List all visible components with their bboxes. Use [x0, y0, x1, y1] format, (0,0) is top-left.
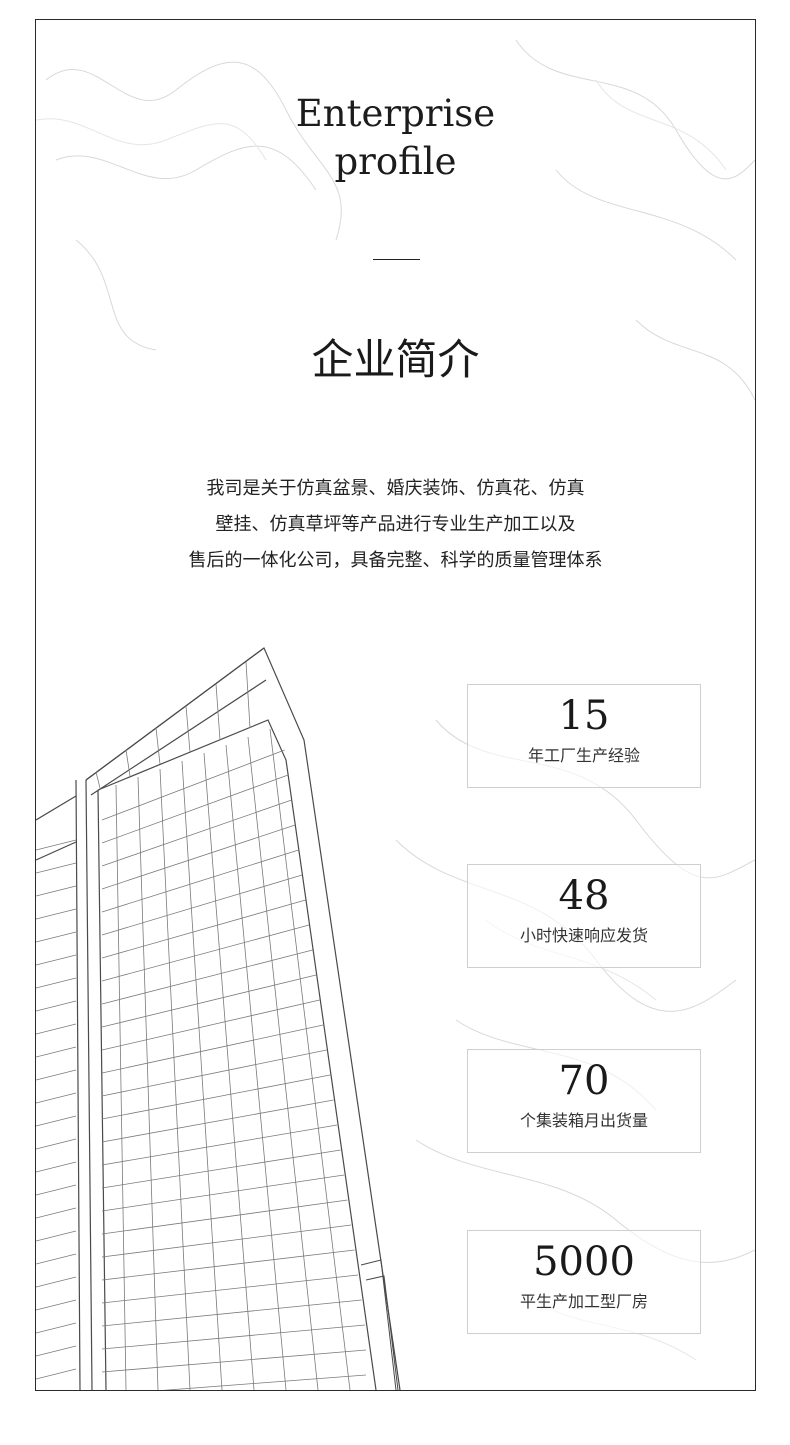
intro-line-1: 我司是关于仿真盆景、婚庆装饰、仿真花、仿真	[206, 478, 585, 499]
chinese-title: 企业简介	[311, 335, 480, 384]
intro-line-3: 售后的一体化公司，具备完整、科学的质量管理体系	[188, 550, 603, 571]
building-sketch-illustration	[36, 647, 401, 1390]
english-title: Enterprise profile	[36, 90, 755, 186]
stat-label: 年工厂生产经验	[527, 746, 640, 765]
stat-number: 70	[558, 1058, 610, 1104]
profile-card: Enterprise profile 企业简介 我司是关于仿真盆景、婚庆装饰、仿…	[35, 19, 756, 1391]
company-intro: 我司是关于仿真盆景、婚庆装饰、仿真花、仿真 壁挂、仿真草坪等产品进行专业生产加工…	[156, 471, 635, 579]
stat-label: 小时快速响应发货	[519, 926, 648, 945]
stat-card-containers: 70 个集装箱月出货量	[467, 1049, 701, 1153]
stat-number: 5000	[533, 1239, 635, 1285]
stat-label: 平生产加工型厂房	[519, 1292, 648, 1311]
stat-number: 15	[558, 693, 610, 739]
english-title-line-2: profile	[334, 140, 457, 183]
intro-line-2: 壁挂、仿真草坪等产品进行专业生产加工以及	[215, 514, 576, 535]
stat-label: 个集装箱月出货量	[519, 1111, 648, 1130]
stat-number: 48	[558, 873, 610, 919]
stat-card-area: 5000 平生产加工型厂房	[467, 1230, 701, 1334]
stat-card-hours: 48 小时快速响应发货	[467, 864, 701, 968]
english-title-line-1: Enterprise	[295, 92, 496, 135]
title-divider	[373, 259, 420, 260]
stat-card-years: 15 年工厂生产经验	[467, 684, 701, 788]
